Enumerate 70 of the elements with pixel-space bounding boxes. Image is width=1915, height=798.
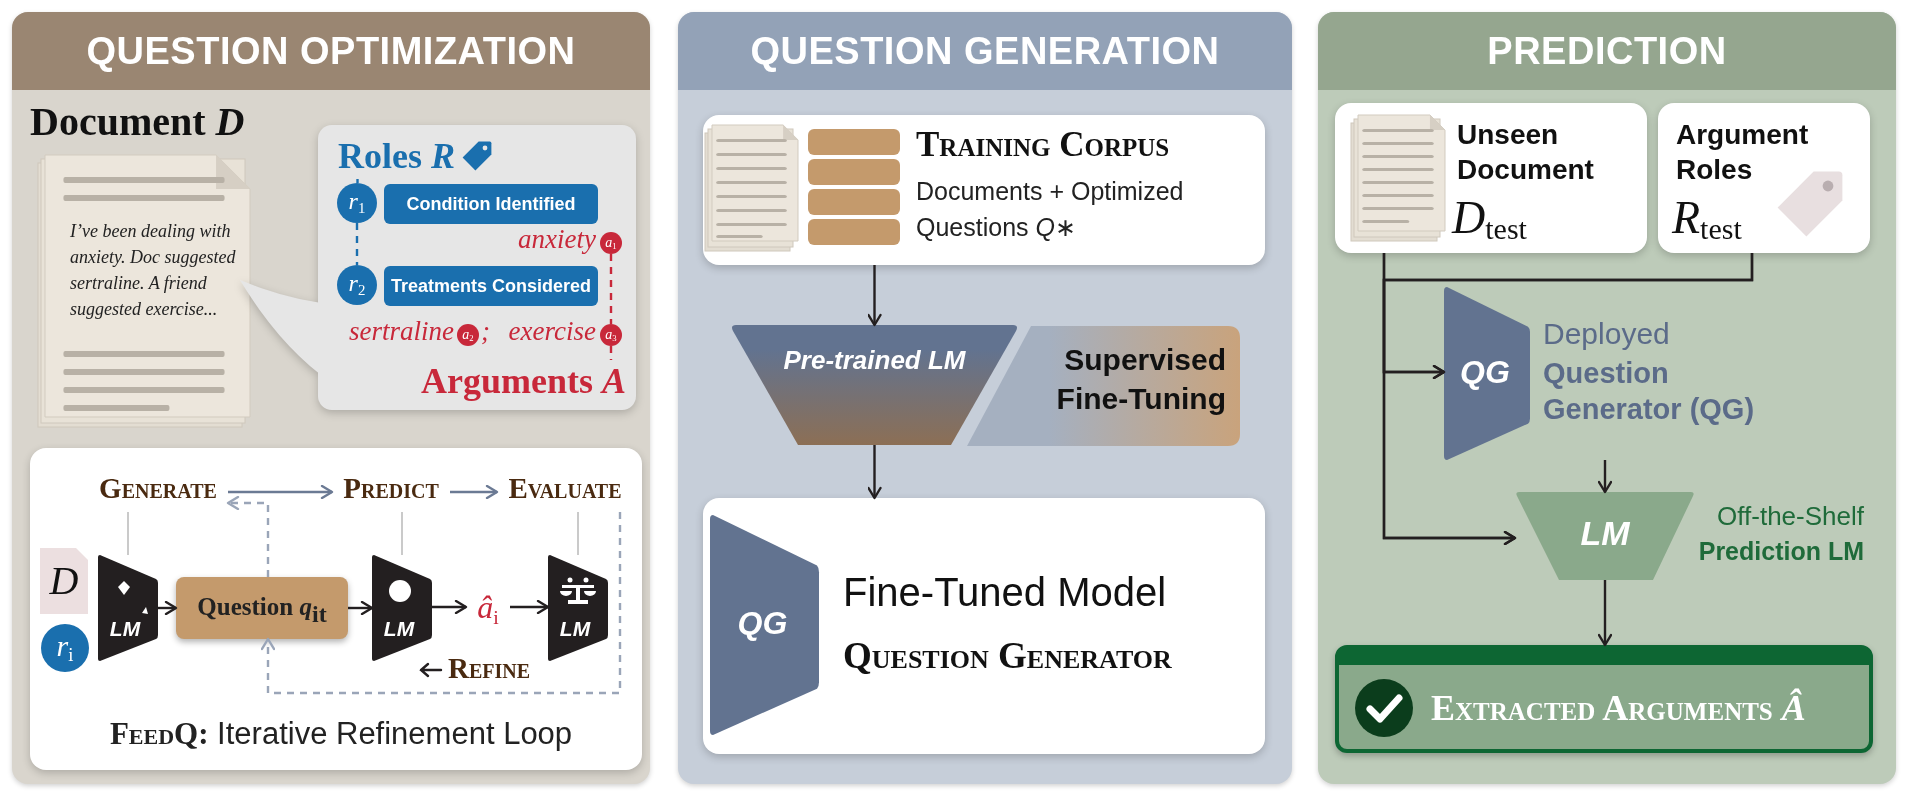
step-label: Generate bbox=[88, 472, 228, 512]
fine-tuning-label: Supervised Fine-Tuning bbox=[1055, 342, 1226, 417]
model-title: Question Generator (QG) bbox=[1543, 356, 1756, 428]
arrow bbox=[450, 484, 499, 500]
input-title: Argument Roles bbox=[1676, 118, 1810, 187]
model-name: Fine-Tuned Model bbox=[843, 570, 1167, 615]
arrow bbox=[1597, 580, 1613, 647]
arrow bbox=[510, 599, 550, 615]
model-role: Question Generator bbox=[843, 634, 1172, 677]
predicted-answer: â$_{i}$ bbox=[466, 580, 510, 634]
card bbox=[1658, 103, 1870, 253]
role-label: Treatments Considered bbox=[384, 266, 598, 306]
dashed-connector bbox=[355, 223, 359, 265]
model-label: QG bbox=[736, 605, 789, 642]
model-caption: Off-the-Shelf bbox=[1716, 500, 1864, 533]
arrow bbox=[1382, 253, 1754, 546]
result-box bbox=[1335, 645, 1873, 753]
arrow bbox=[348, 600, 374, 616]
corpus-title: Training Corpus bbox=[916, 125, 1170, 165]
panel-heading: QUESTION GENERATION bbox=[678, 12, 1292, 90]
model-label: LM bbox=[108, 617, 142, 641]
connector-line bbox=[401, 511, 403, 556]
step-label: Predict bbox=[332, 472, 450, 512]
argument-text: exercise bbox=[507, 316, 596, 347]
model-caption: Deployed bbox=[1543, 316, 1671, 352]
corpus-description: Documents + Optimized Questions Q∗ bbox=[916, 176, 1185, 244]
model-label: Pre-trained LM bbox=[782, 345, 967, 376]
dashed-connector bbox=[609, 346, 613, 360]
card bbox=[1335, 103, 1647, 253]
dashed-connector bbox=[356, 179, 359, 183]
arguments-heading: Arguments A bbox=[380, 360, 626, 406]
argument-text: anxiety bbox=[517, 224, 596, 255]
card bbox=[703, 498, 1265, 754]
card bbox=[703, 115, 1265, 265]
panel-heading: QUESTION OPTIMIZATION bbox=[12, 12, 650, 90]
arrow bbox=[228, 484, 334, 500]
separator-text: ; bbox=[481, 316, 490, 347]
arrow bbox=[158, 600, 178, 616]
panel bbox=[678, 12, 1292, 784]
arrow bbox=[867, 445, 882, 500]
model-title: Prediction LM bbox=[1697, 536, 1864, 567]
panel bbox=[1318, 12, 1896, 784]
model-label: LM bbox=[382, 617, 416, 641]
step-label: Evaluate bbox=[497, 472, 633, 512]
model-label: QG bbox=[1459, 353, 1511, 391]
dashed-connector bbox=[609, 254, 613, 324]
argument-text: sertraline bbox=[348, 316, 454, 347]
model-label: LM bbox=[1579, 514, 1631, 553]
roles-heading: Roles R bbox=[338, 135, 455, 177]
arrow bbox=[1597, 460, 1613, 494]
input-title: Unseen Document bbox=[1457, 118, 1595, 187]
panel-heading: PREDICTION bbox=[1318, 12, 1896, 90]
result-label: Extracted Arguments Â bbox=[1431, 687, 1806, 729]
dashed-arrow bbox=[260, 512, 622, 695]
role-badge: r$_{i}$ bbox=[41, 624, 89, 672]
panel bbox=[12, 12, 650, 784]
card bbox=[30, 448, 642, 770]
role-label: Condition Identified bbox=[384, 184, 598, 224]
input-symbol: R$_{test}$ bbox=[1672, 191, 1742, 246]
document-excerpt: I’ve been dealing with anxiety. Doc suggested sertraline. A friend suggested exercise... bbox=[70, 220, 237, 322]
loop-caption: FeedQ: Iterative Refinement Loop bbox=[108, 716, 574, 752]
arrow bbox=[867, 265, 882, 327]
arrow bbox=[432, 599, 468, 615]
model-label: LM bbox=[558, 617, 592, 641]
connector-line bbox=[127, 511, 129, 556]
input-symbol: D$_{test}$ bbox=[1452, 191, 1527, 246]
document-tile: D bbox=[40, 548, 88, 614]
document-heading: Document D bbox=[30, 98, 245, 145]
dashed-arrow bbox=[226, 495, 270, 577]
connector-line bbox=[577, 511, 579, 556]
